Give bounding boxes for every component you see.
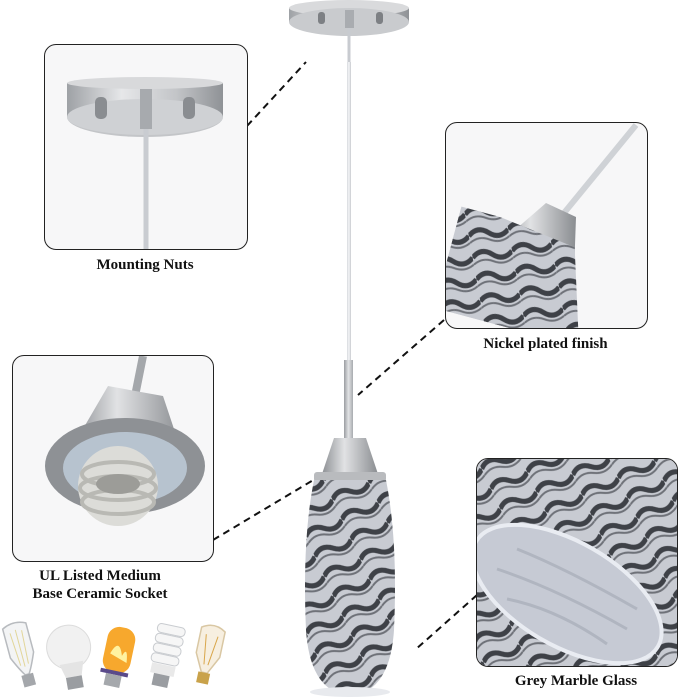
canopy-image [289,0,409,70]
compatible-bulbs [1,621,226,690]
caption-mounting-nuts: Mounting Nuts [96,257,194,273]
downrod [344,360,353,438]
marble-glass-image [477,459,677,666]
spiral-cfl-bulb-icon [150,622,186,688]
caption-socket-line2: Base Ceramic Socket [32,586,168,602]
caption-glass: Grey Marble Glass [514,673,638,689]
edison-filament-bulb-icon [1,621,37,688]
caption-socket-line1: UL Listed Medium [39,568,161,584]
caption-socket: UL Listed Medium Base Ceramic Socket [0,567,200,603]
callout-glass [476,458,678,667]
flame-effect-bulb-icon [100,626,136,688]
caption-nickel-finish: Nickel plated finish [483,336,608,352]
mounting-nuts-image [67,77,223,249]
vintage-amber-bulb-icon [195,624,226,685]
a19-led-bulb-icon [46,624,92,690]
callout-mounting-nuts [44,44,248,250]
glass-shade-image [305,438,395,697]
callout-socket [12,355,214,562]
ceramic-socket-image [45,356,205,526]
cord [347,62,351,362]
callout-nickel-finish [445,122,648,329]
nickel-finish-image [446,123,639,328]
